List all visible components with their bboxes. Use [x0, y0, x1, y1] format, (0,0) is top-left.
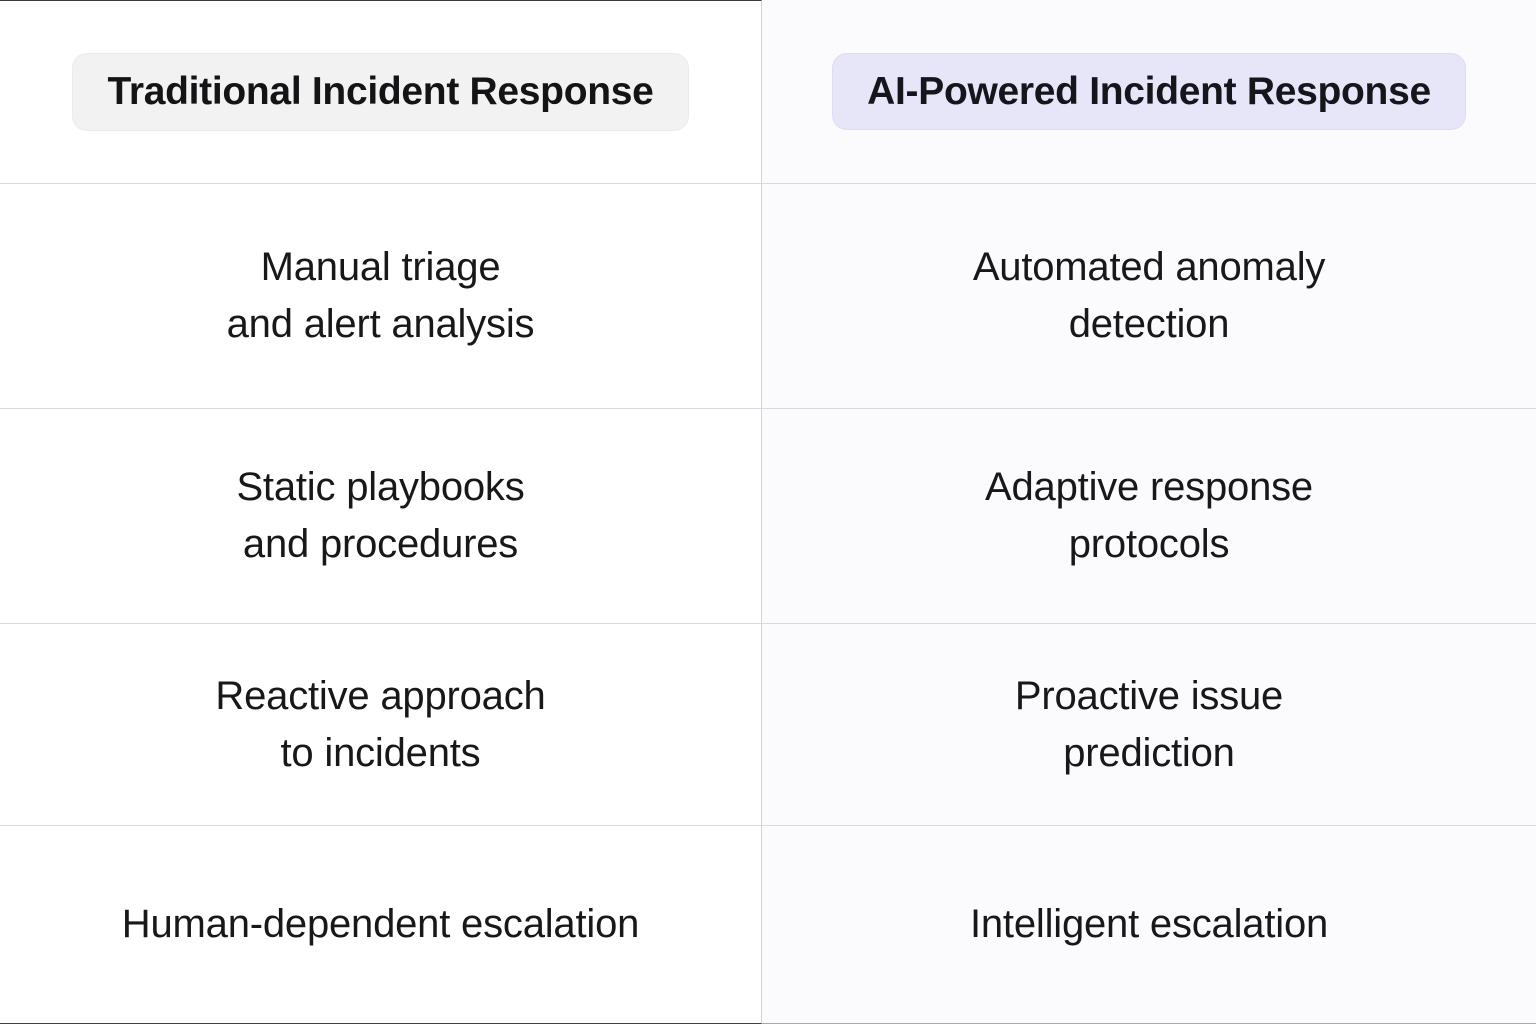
- table-cell-traditional-4: Human-dependent escalation: [0, 826, 762, 1024]
- cell-text: Human-dependent escalation: [121, 902, 640, 947]
- cell-text: Intelligent escalation: [969, 902, 1329, 947]
- column-header-ai-powered-pill: AI-Powered Incident Response: [833, 53, 1465, 130]
- table-cell-ai-powered-4: Intelligent escalation: [762, 826, 1536, 1024]
- cell-text: Adaptive response protocols: [985, 465, 1313, 566]
- column-header-traditional-cell: Traditional Incident Response: [0, 0, 762, 184]
- cell-text: Automated anomaly detection: [972, 245, 1326, 346]
- table-cell-ai-powered-2: Adaptive response protocols: [762, 409, 1536, 624]
- cell-text: Proactive issue prediction: [1014, 673, 1284, 775]
- cell-text: Manual triage and alert analysis: [226, 245, 535, 346]
- column-header-ai-powered-cell: AI-Powered Incident Response: [762, 0, 1536, 184]
- table-cell-ai-powered-1: Automated anomaly detection: [762, 184, 1536, 409]
- table-cell-ai-powered-3: Proactive issue prediction: [762, 624, 1536, 826]
- table-cell-traditional-1: Manual triage and alert analysis: [0, 184, 762, 409]
- cell-text: Reactive approach to incidents: [215, 673, 546, 775]
- table-cell-traditional-2: Static playbooks and procedures: [0, 409, 762, 624]
- column-header-traditional-pill: Traditional Incident Response: [73, 54, 688, 130]
- cell-text: Static playbooks and procedures: [236, 465, 525, 566]
- table-cell-traditional-3: Reactive approach to incidents: [0, 624, 762, 826]
